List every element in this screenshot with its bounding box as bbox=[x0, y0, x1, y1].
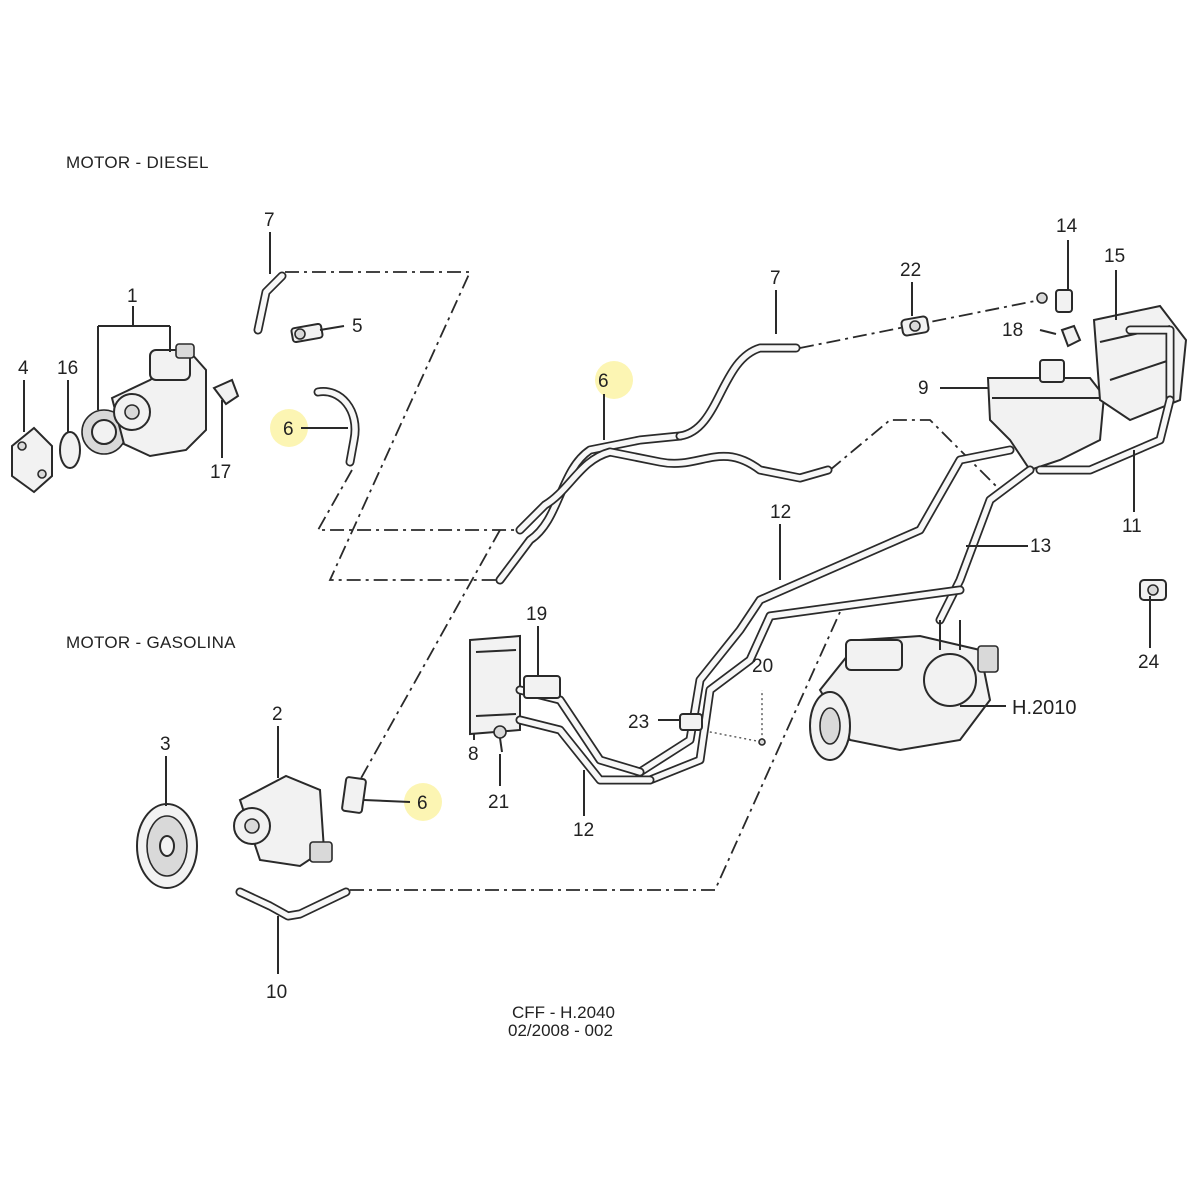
callout-1: 1 bbox=[127, 286, 138, 307]
part-5-connector bbox=[290, 322, 324, 344]
part-6-hose-gasolina bbox=[341, 776, 367, 814]
part-22-banjo-bolt bbox=[900, 315, 930, 337]
callout-18: 18 bbox=[1002, 320, 1023, 341]
part-4-cover-plate bbox=[11, 426, 53, 494]
part-1-diesel-pump bbox=[81, 343, 207, 458]
callout-12-bottom: 12 bbox=[573, 820, 594, 841]
callout-10: 10 bbox=[266, 982, 287, 1003]
callout-17: 17 bbox=[210, 462, 231, 483]
callout-9: 9 bbox=[918, 378, 929, 399]
callout-11: 11 bbox=[1122, 516, 1142, 537]
callout-3: 3 bbox=[160, 734, 171, 755]
callout-12-top: 12 bbox=[770, 502, 791, 523]
part-24-plug bbox=[1139, 579, 1167, 601]
part-20-bolt bbox=[758, 738, 766, 746]
callout-5: 5 bbox=[352, 316, 363, 337]
part-10-supply-line bbox=[235, 887, 351, 921]
part-23-clamp bbox=[679, 713, 703, 731]
dashed-routing-lines bbox=[285, 271, 1041, 891]
part-9-fluid-reservoir bbox=[986, 359, 1106, 472]
callout-19: 19 bbox=[526, 604, 547, 625]
callout-23: 23 bbox=[628, 712, 649, 733]
part-21-screw bbox=[493, 725, 507, 753]
part-8-oil-cooler bbox=[469, 634, 655, 785]
section-title-gasolina: MOTOR - GASOLINA bbox=[66, 633, 236, 652]
highlight-marker bbox=[595, 361, 633, 399]
steering-gear-assembly bbox=[809, 620, 999, 761]
callout-6-diesel: 6 bbox=[283, 419, 294, 440]
callout-6-main: 6 bbox=[598, 371, 609, 392]
callout-7-left: 7 bbox=[264, 210, 275, 231]
part-17-fitting bbox=[212, 378, 240, 406]
highlight-marker bbox=[404, 783, 442, 821]
callout-6-gasolina: 6 bbox=[417, 793, 428, 814]
part-7-return-hose-left bbox=[253, 271, 287, 335]
callout-8: 8 bbox=[468, 744, 479, 765]
footer-revision-date: 02/2008 - 002 bbox=[508, 1021, 613, 1040]
part-15-bracket bbox=[1092, 304, 1188, 422]
highlight-marker bbox=[270, 409, 308, 447]
part-7-return-hose-right bbox=[675, 343, 801, 441]
callout-7-right: 7 bbox=[770, 268, 781, 289]
part-13-return-line bbox=[645, 465, 1035, 785]
part-19-bracket bbox=[523, 675, 561, 699]
callout-4: 4 bbox=[18, 358, 29, 379]
part-6-pressure-hose-main bbox=[495, 431, 833, 585]
part-16-o-ring bbox=[59, 431, 81, 469]
callout-14: 14 bbox=[1056, 216, 1078, 237]
callout-22: 22 bbox=[900, 260, 921, 281]
part-11-feed-line bbox=[1035, 395, 1175, 475]
part-18-clip bbox=[1060, 324, 1082, 348]
callout-21: 21 bbox=[488, 792, 509, 813]
part-3-pulley bbox=[136, 803, 198, 889]
callout-20: 20 bbox=[752, 656, 773, 677]
callout-15: 15 bbox=[1104, 246, 1125, 267]
footer-drawing-code: CFF - H.2040 bbox=[512, 1003, 615, 1022]
part-6-hose-diesel bbox=[313, 387, 360, 467]
callout-2: 2 bbox=[272, 704, 283, 725]
leader-lines bbox=[23, 232, 1151, 974]
part-2-gasoline-pump bbox=[233, 774, 333, 868]
callout-ref-h2010: H.2010 bbox=[1012, 697, 1077, 719]
callout-24: 24 bbox=[1138, 652, 1160, 673]
part-14-sensor bbox=[1036, 289, 1073, 313]
callout-16: 16 bbox=[57, 358, 78, 379]
callout-13: 13 bbox=[1030, 536, 1051, 557]
section-title-diesel: MOTOR - DIESEL bbox=[66, 153, 209, 172]
